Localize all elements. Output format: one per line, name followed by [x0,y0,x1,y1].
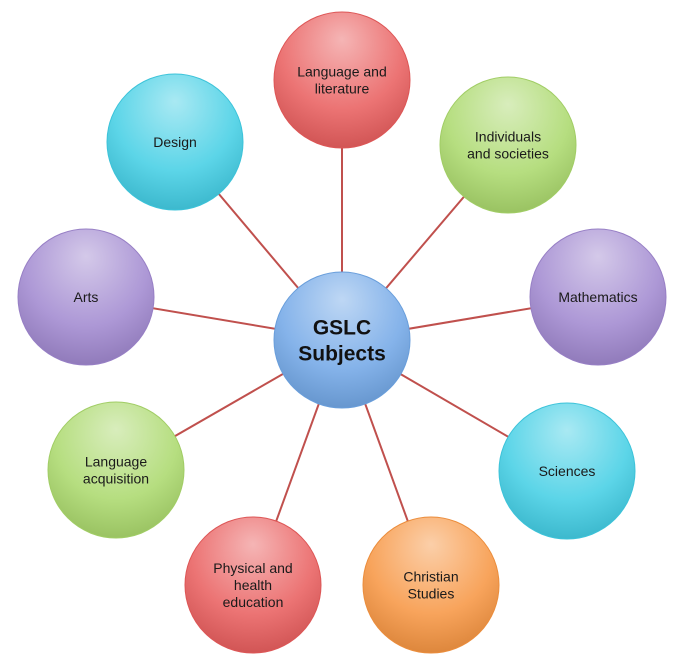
subject-label-line: Mathematics [558,289,637,305]
subject-circle [47,401,185,539]
subject-label-line: Language and [297,63,387,79]
subject-circle [17,228,155,366]
subject-bubble: Sciences [498,402,636,540]
subject-label-line: health [234,577,272,593]
subject-circle [273,11,411,149]
center-bubble: GSLC Subjects [273,271,411,409]
center-hub: GSLC Subjects [273,271,411,409]
subject-label-line: Individuals [475,128,541,144]
subject-label-line: Sciences [539,463,596,479]
subject-label-line: Christian [403,568,458,584]
subject-circle [106,73,244,211]
subject-label-line: acquisition [83,470,149,486]
subject-bubble: Mathematics [529,228,667,366]
subject-circle [362,516,500,654]
subject-circle [439,76,577,214]
subject-label-line: and societies [467,145,549,161]
subject-circle [498,402,636,540]
subject-label-line: literature [315,80,370,96]
subject-label-line: Design [153,134,197,150]
subject-label-line: Studies [408,585,455,601]
center-label-line: Subjects [298,342,386,365]
subject-circle [184,516,322,654]
subject-label-line: Language [85,453,148,469]
subject-label-line: Arts [74,289,99,305]
subject-bubble: Design [106,73,244,211]
subject-label-line: Physical and [213,560,292,576]
subject-bubble: Arts [17,228,155,366]
center-circle [273,271,411,409]
subject-circle [529,228,667,366]
subject-label-line: education [223,594,284,610]
center-label-line: GSLC [313,316,371,339]
